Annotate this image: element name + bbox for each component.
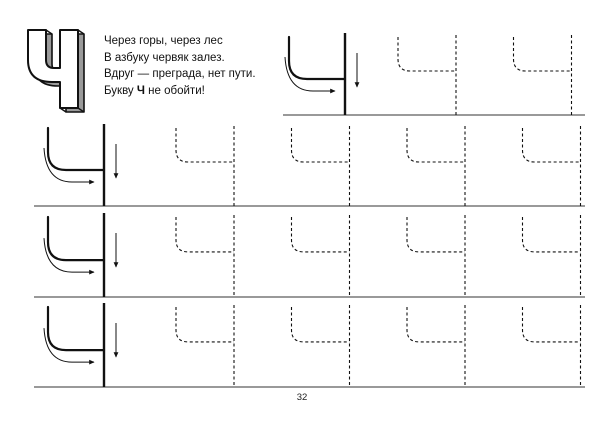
poem: Через горы, через лес В азбуку червяк за…	[104, 33, 280, 99]
direction-arrow-curve-icon	[43, 328, 95, 365]
trace-letter-che	[512, 37, 572, 72]
poem-letter: Ч	[136, 84, 145, 97]
direction-arrow-curve-icon	[284, 56, 336, 94]
big-letter-che-icon	[27, 29, 85, 113]
trace-letter-che	[521, 307, 581, 343]
trace-letter-che	[175, 217, 234, 253]
poem-line-4: Букву Ч не обойти!	[104, 83, 280, 100]
trace-letter-che	[521, 128, 581, 163]
sample-letter-che	[287, 35, 347, 81]
sample-letter-che	[46, 126, 106, 172]
trace-letter-che	[406, 217, 465, 253]
trace-letter-che	[397, 37, 456, 72]
poem-line-2: В азбуку червяк залез.	[104, 51, 225, 64]
trace-letter-che	[406, 128, 465, 163]
page-number: 32	[296, 392, 308, 403]
trace-letter-che	[406, 307, 465, 343]
trace-letter-che	[175, 307, 234, 343]
direction-arrow-curve-icon	[43, 147, 95, 185]
trace-letter-che	[521, 217, 581, 253]
trace-letter-che	[290, 128, 350, 163]
trace-letter-che	[290, 307, 350, 343]
poem-line-4-end: не обойти!	[144, 84, 205, 97]
poem-line-1: Через горы, через лес	[104, 35, 223, 47]
direction-arrow-curve-icon	[43, 238, 95, 275]
trace-letter-che	[175, 128, 234, 163]
trace-letter-che	[290, 217, 350, 253]
sample-letter-che	[46, 215, 106, 262]
poem-line-4-start: Букву	[104, 84, 137, 97]
sample-letter-che	[46, 305, 106, 352]
poem-line-3: Вдруг — преграда, нет пути.	[104, 68, 256, 80]
